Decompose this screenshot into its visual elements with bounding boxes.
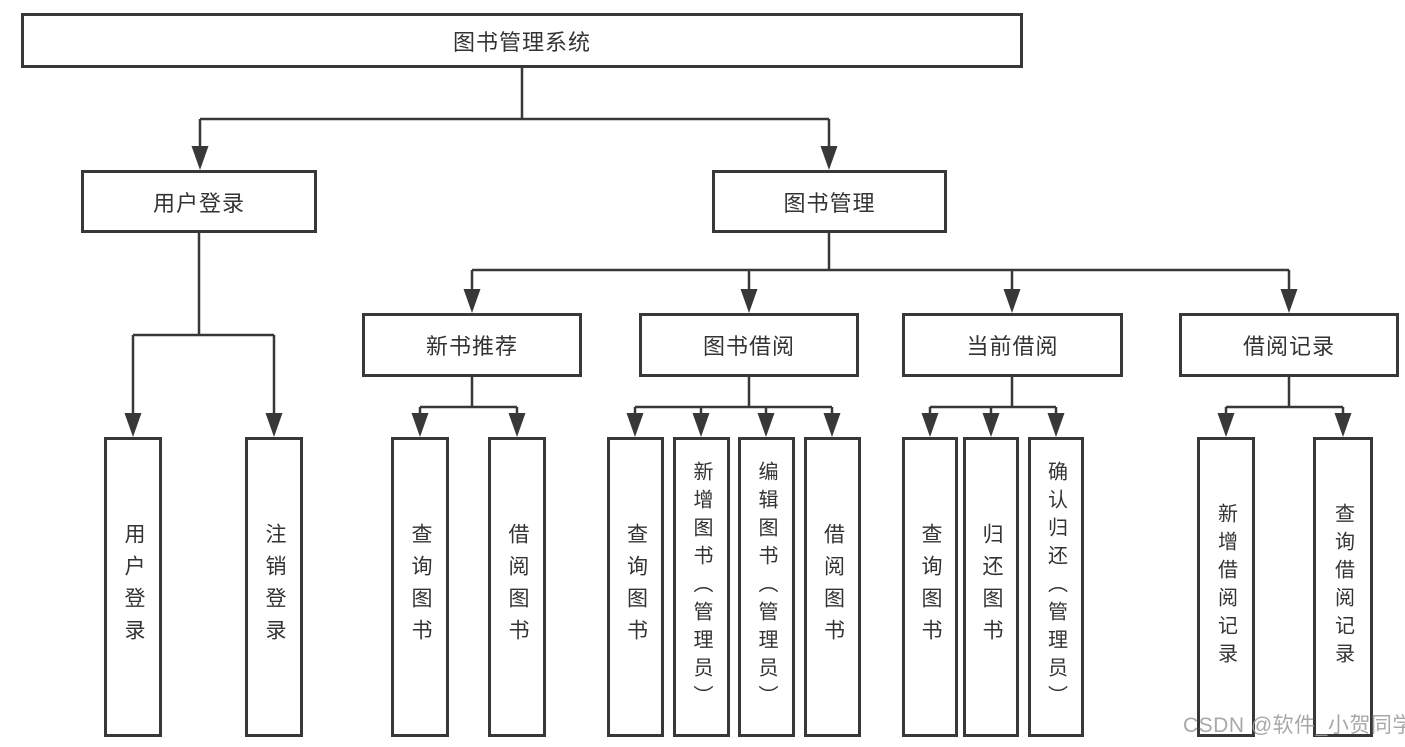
leaf-logout-label: 注销登录 — [263, 523, 286, 651]
leaf-query-borrow-record-label: 查询借阅记录 — [1331, 503, 1354, 671]
leaf-query-books-2-label: 查询图书 — [624, 523, 648, 651]
node-new-book-recommend-label: 新书推荐 — [425, 334, 518, 359]
leaf-add-books-admin-label: 新增图书（管理员） — [690, 461, 712, 713]
leaf-add-borrow-record: 新增借阅记录 — [1197, 437, 1255, 737]
leaf-add-books-admin: 新增图书（管理员） — [673, 437, 730, 737]
leaf-query-borrow-record: 查询借阅记录 — [1313, 437, 1373, 737]
leaf-confirm-return-admin-label: 确认归还（管理员） — [1044, 461, 1067, 713]
node-book-management-label: 图书管理 — [783, 190, 876, 216]
node-user-login: 用户登录 — [81, 170, 317, 233]
leaf-borrow-books-2: 借阅图书 — [804, 437, 861, 737]
leaf-query-books-3-label: 查询图书 — [919, 523, 942, 651]
leaf-user-login: 用户登录 — [104, 437, 162, 737]
node-current-borrowing: 当前借阅 — [902, 313, 1123, 377]
node-current-borrowing-label: 当前借阅 — [966, 334, 1059, 359]
leaf-edit-books-admin: 编辑图书（管理员） — [738, 437, 795, 737]
leaf-borrow-books-2-label: 借阅图书 — [821, 523, 845, 651]
leaf-add-borrow-record-label: 新增借阅记录 — [1214, 503, 1237, 671]
node-book-management: 图书管理 — [712, 170, 947, 233]
node-user-login-label: 用户登录 — [152, 190, 245, 216]
leaf-return-books: 归还图书 — [963, 437, 1019, 737]
node-borrowing-records-label: 借阅记录 — [1242, 334, 1335, 359]
leaf-borrow-books-1: 借阅图书 — [488, 437, 546, 737]
leaf-query-books-2: 查询图书 — [607, 437, 664, 737]
leaf-confirm-return-admin: 确认归还（管理员） — [1028, 437, 1084, 737]
node-book-borrowing: 图书借阅 — [639, 313, 859, 377]
csdn-watermark: CSDN @软件_小贺同学 — [1183, 714, 1405, 737]
leaf-logout: 注销登录 — [245, 437, 303, 737]
leaf-user-login-label: 用户登录 — [122, 523, 145, 651]
node-library-system: 图书管理系统 — [21, 13, 1023, 68]
node-book-borrowing-label: 图书借阅 — [702, 334, 795, 359]
leaf-query-books-3: 查询图书 — [902, 437, 958, 737]
leaf-borrow-books-1-label: 借阅图书 — [506, 523, 529, 651]
node-library-system-label: 图书管理系统 — [452, 29, 591, 55]
leaf-query-books-1-label: 查询图书 — [409, 523, 432, 651]
arrowheads — [124, 146, 1352, 437]
node-new-book-recommend: 新书推荐 — [362, 313, 582, 377]
leaf-edit-books-admin-label: 编辑图书（管理员） — [755, 461, 777, 713]
node-borrowing-records: 借阅记录 — [1179, 313, 1399, 377]
leaf-return-books-label: 归还图书 — [980, 523, 1003, 651]
leaf-query-books-1: 查询图书 — [391, 437, 449, 737]
